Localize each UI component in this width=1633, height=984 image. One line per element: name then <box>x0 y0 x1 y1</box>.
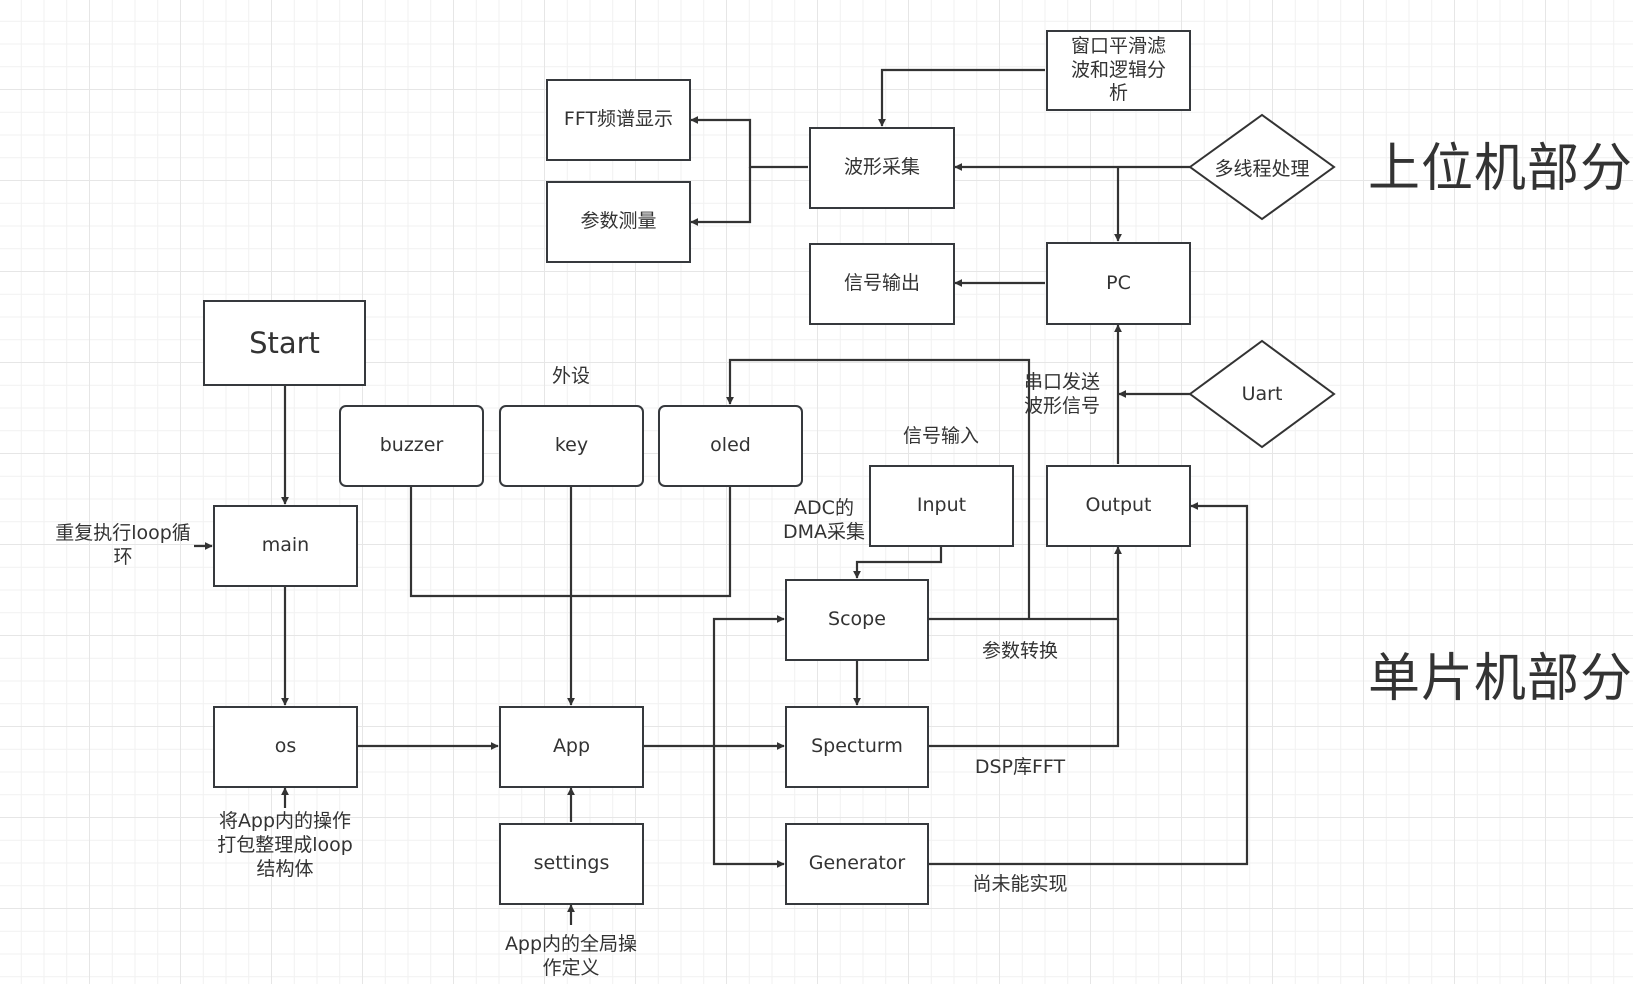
loop-repeat-line-2: 环 <box>113 545 133 568</box>
param-measure-label: 参数测量 <box>580 210 657 233</box>
uart-diamond[interactable]: Uart <box>1190 341 1334 447</box>
start-node[interactable]: Start <box>203 300 366 386</box>
adc-dma-annotation: ADC的 DMA采集 <box>776 497 872 545</box>
key-label: key <box>554 434 589 457</box>
oled-node[interactable]: oled <box>658 405 803 487</box>
global-ops-annotation: App内的全局操 作定义 <box>496 933 646 981</box>
edge-app-scope <box>712 615 785 746</box>
mcu-section-label: 单片机部分 <box>1368 649 1633 709</box>
settings-label: settings <box>533 852 610 875</box>
edge-filter-capture <box>878 68 1045 127</box>
pc-node[interactable]: PC <box>1046 242 1191 325</box>
global-ops-line-1: App内的全局操 <box>504 933 638 955</box>
uart-send-line-2: 波形信号 <box>1024 394 1101 417</box>
global-ops-line-2: 作定义 <box>542 956 600 979</box>
specturm-node[interactable]: Specturm <box>785 706 929 788</box>
edge-capture-params <box>690 167 752 226</box>
uart-diamond-shape <box>1188 339 1336 449</box>
edge-capture-fft <box>690 116 808 169</box>
output-node[interactable]: Output <box>1046 465 1191 547</box>
edge-scope-oled <box>726 358 1031 619</box>
generator-node[interactable]: Generator <box>785 823 929 905</box>
dsp-fft-annotation: DSP库FFT <box>974 756 1066 778</box>
pack-loop-annotation: 将App内的操作 打包整理成loop 结构体 <box>205 810 365 881</box>
loop-repeat-line-1: 重复执行loop循 <box>55 522 191 544</box>
waveform-capture-label: 波形采集 <box>843 156 920 179</box>
peripherals-annotation: 外设 <box>551 365 590 387</box>
param-measure-node[interactable]: 参数测量 <box>546 181 691 263</box>
settings-node[interactable]: settings <box>499 823 644 905</box>
edge-specturm-output <box>929 619 1120 748</box>
input-label: Input <box>916 494 967 517</box>
app-node[interactable]: App <box>499 706 644 788</box>
host-section-label: 上位机部分 <box>1368 139 1633 199</box>
edge-app-generator <box>712 746 785 868</box>
app-label: App <box>552 735 591 758</box>
uart-label: Uart <box>1241 383 1283 405</box>
window-filter-node[interactable]: 窗口平滑滤波和逻辑分析 <box>1046 30 1191 111</box>
window-filter-label: 窗口平滑滤波和逻辑分析 <box>1070 34 1166 105</box>
param-convert-annotation: 参数转换 <box>981 640 1058 662</box>
os-node[interactable]: os <box>213 706 358 788</box>
pack-loop-line-1: 将App内的操作 <box>218 810 352 832</box>
main-label: main <box>261 534 310 557</box>
key-node[interactable]: key <box>499 405 644 487</box>
edge-generator-output <box>929 502 1249 866</box>
fft-display-node[interactable]: FFT频谱显示 <box>546 79 691 161</box>
scope-label: Scope <box>828 608 886 631</box>
signal-output-label: 信号输出 <box>843 272 920 295</box>
input-node[interactable]: Input <box>869 465 1014 547</box>
waveform-capture-node[interactable]: 波形采集 <box>809 127 955 209</box>
signal-input-annotation: 信号输入 <box>902 425 979 447</box>
adc-dma-line-1: ADC的 <box>794 497 854 519</box>
scope-node[interactable]: Scope <box>785 579 929 661</box>
generator-label: Generator <box>808 852 906 875</box>
uart-send-annotation: 串口发送 波形信号 <box>1024 371 1114 419</box>
specturm-label: Specturm <box>811 735 903 758</box>
oled-label: oled <box>710 434 751 457</box>
multithread-label: 多线程处理 <box>1214 157 1310 180</box>
edge-scope-output <box>929 546 1122 621</box>
os-label: os <box>274 735 297 758</box>
buzzer-label: buzzer <box>379 434 444 457</box>
buzzer-node[interactable]: buzzer <box>339 405 484 487</box>
edge-input-scope <box>853 547 943 579</box>
pack-loop-line-3: 结构体 <box>256 857 314 880</box>
start-label: Start <box>249 325 320 360</box>
not-implemented-annotation: 尚未能实现 <box>972 873 1068 895</box>
uart-send-line-1: 串口发送 <box>1024 371 1101 393</box>
adc-dma-line-2: DMA采集 <box>782 520 866 543</box>
signal-output-node[interactable]: 信号输出 <box>809 243 955 325</box>
main-node[interactable]: main <box>213 505 358 587</box>
fft-display-label: FFT频谱显示 <box>563 108 674 131</box>
pack-loop-line-2: 打包整理成loop <box>217 833 353 856</box>
pc-label: PC <box>1106 271 1131 294</box>
multithread-diamond[interactable]: 多线程处理 <box>1190 115 1334 219</box>
multithread-diamond-shape <box>1188 113 1336 221</box>
output-label: Output <box>1085 494 1152 517</box>
loop-repeat-annotation: 重复执行loop循 环 <box>48 522 198 570</box>
